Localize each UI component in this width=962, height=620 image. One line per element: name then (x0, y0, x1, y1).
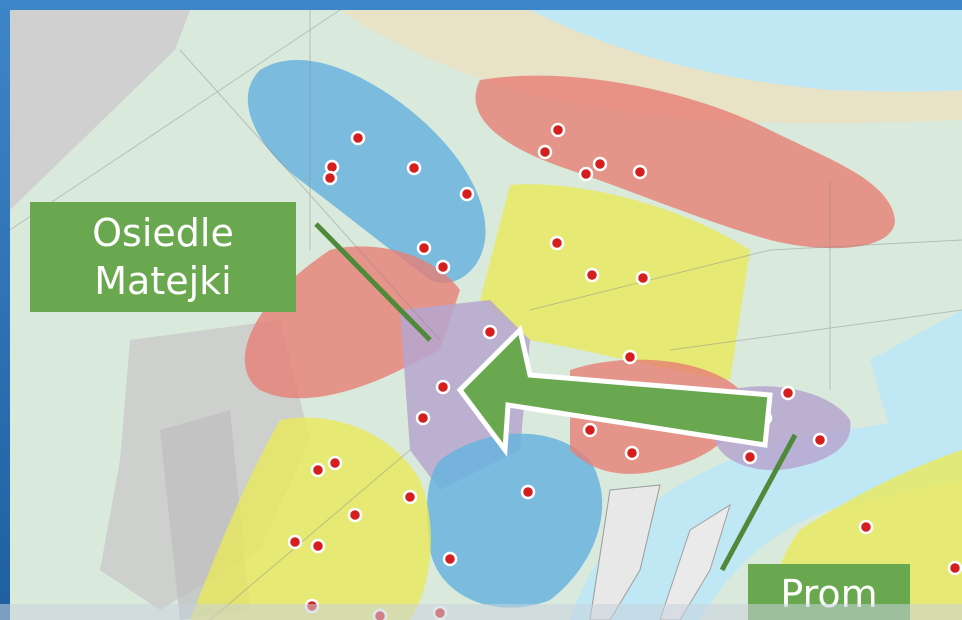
river-water (570, 410, 962, 620)
bus-stop-dot-icon (520, 484, 536, 500)
bus-stop-dot-icon (592, 156, 608, 172)
bus-stop-dot-icon (858, 519, 874, 535)
bus-stop-dot-icon (812, 432, 828, 448)
bus-stop-dot-icon (406, 160, 422, 176)
bus-stop-dot-icon (582, 422, 598, 438)
bus-stop-dot-icon (622, 349, 638, 365)
bus-stop-dot-icon (537, 144, 553, 160)
leader-line-matejki (314, 222, 432, 342)
bus-stop-dot-icon (350, 130, 366, 146)
bus-stop-dot-icon (624, 445, 640, 461)
label-osiedle-matejki-line2: Matejki (94, 259, 232, 303)
grey-area-top-left (10, 10, 190, 210)
bus-stop-dot-icon (632, 164, 648, 180)
bus-stop-dot-icon (347, 507, 363, 523)
bus-stop-dot-icon (459, 186, 475, 202)
label-osiedle-matejki: Osiedle Matejki (30, 202, 296, 312)
bus-stop-dot-icon (327, 455, 343, 471)
bus-stop-dot-icon (435, 379, 451, 395)
river-island (589, 484, 661, 620)
bus-stop-dot-icon (635, 270, 651, 286)
bus-stop-dot-icon (482, 324, 498, 340)
bus-stop-dot-icon (584, 267, 600, 283)
bus-stop-dot-icon (742, 449, 758, 465)
street-lines (10, 10, 962, 620)
bus-stop-dot-icon (947, 560, 962, 576)
bus-stop-dot-icon (435, 259, 451, 275)
zone-blue-south (427, 433, 603, 608)
bus-stop-dot-icon (402, 489, 418, 505)
bus-stop-dot-icon (416, 240, 432, 256)
zone-blue-north (247, 59, 486, 284)
harbor-water (870, 310, 962, 430)
bus-stop-dot-icon (287, 534, 303, 550)
bus-stop-dot-icon (549, 235, 565, 251)
label-osiedle-matejki-line1: Osiedle (92, 211, 234, 255)
zone-yellow-south-west (190, 417, 431, 620)
bus-stop-dot-icon (780, 385, 796, 401)
bus-stop-dot-icon (310, 462, 326, 478)
map-canvas (10, 10, 962, 620)
bus-stop-dot-icon (310, 538, 326, 554)
bus-stop-dot-icon (415, 410, 431, 426)
bus-stop-dot-icon (578, 166, 594, 182)
zone-red-north (475, 75, 895, 249)
ferry-route-arrow-icon (456, 325, 773, 457)
bus-stop-dot-icon (550, 122, 566, 138)
sea-water (530, 10, 962, 92)
bus-stop-dot-icon (442, 551, 458, 567)
city-map: Osiedle Matejki Prom (10, 10, 962, 620)
leader-line-prom (719, 433, 798, 572)
bus-stop-dot-icon (322, 170, 338, 186)
zone-yellow-center (480, 184, 750, 380)
bottom-strip (0, 604, 962, 620)
